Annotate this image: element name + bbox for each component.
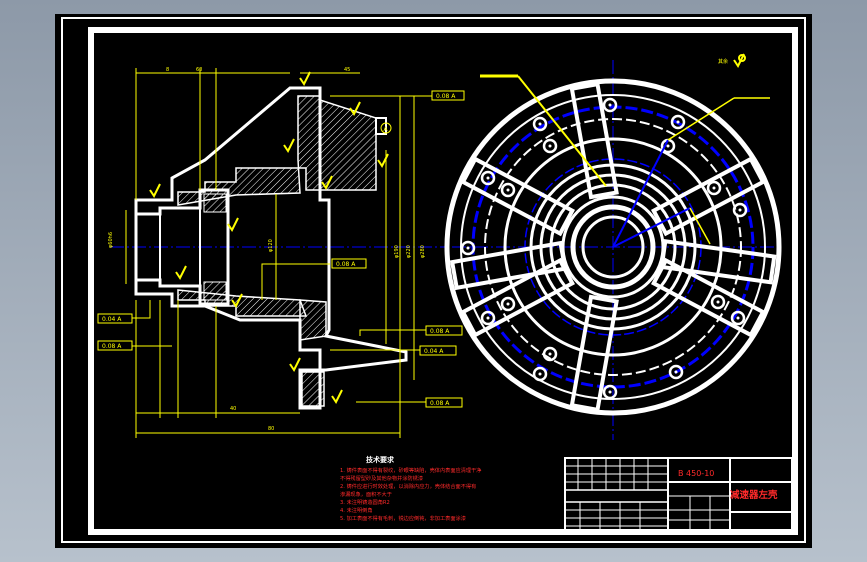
- section-view: [110, 86, 445, 410]
- tech-req-line-3: 2. 铸件应进行时效处理，以消除内应力，壳体结合面不得有: [340, 482, 476, 490]
- outer-frame: [61, 17, 806, 543]
- technical-requirements: 技术要求 1. 铸件表面不得有裂纹，砂眼等缺陷，壳体内表面应清理干净 不得残留型…: [340, 455, 481, 522]
- end-view: [444, 60, 782, 440]
- tech-req-line-6: 4. 未注明倒角: [340, 506, 373, 514]
- svg-text:40: 40: [230, 406, 236, 412]
- roughness-symbols: [149, 53, 746, 404]
- tolerance-frame-1: 0.08 A: [436, 93, 456, 100]
- svg-text:φ220: φ220: [406, 245, 412, 258]
- tolerance-frame-5: 0.08 A: [430, 328, 450, 335]
- inner-frame: [88, 27, 798, 535]
- tolerance-frame-7: 0.08 A: [430, 400, 450, 407]
- dimension-values: 8 60 45 80 40 φ60h6 φ120 φ190 φ220 φ280: [108, 67, 426, 432]
- tech-req-line-1: 1. 铸件表面不得有裂纹，砂眼等缺陷，壳体内表面应清理干净: [340, 466, 481, 474]
- svg-text:φ120: φ120: [268, 239, 274, 252]
- datum-label: A: [384, 126, 389, 133]
- svg-text:8: 8: [166, 67, 169, 73]
- svg-text:45: 45: [344, 67, 350, 73]
- tech-req-line-7: 5. 加工表面不得有毛刺，锐边应倒钝，非加工表面涂漆: [340, 514, 466, 522]
- bolt-hole-centers: [466, 103, 742, 394]
- radius-leaders: [480, 74, 770, 248]
- svg-text:φ190: φ190: [394, 245, 400, 258]
- title-block: B 450-10 减速器左壳: [564, 457, 793, 531]
- part-name: 减速器左壳: [730, 489, 778, 501]
- tolerance-frame-4: 0.08 A: [102, 343, 122, 350]
- tolerance-frame-3: 0.04 A: [102, 316, 122, 323]
- svg-text:80: 80: [268, 426, 274, 432]
- drawing-number: B 450-10: [678, 469, 714, 478]
- tolerance-frame-6: 0.04 A: [424, 348, 444, 355]
- tolerance-frames: 0.08 A 0.08 A 0.04 A 0.08 A 0.08 A 0.04 …: [97, 90, 465, 408]
- tech-req-line-4: 渗漏现象，面积不大于: [340, 490, 392, 498]
- svg-text:φ280: φ280: [420, 245, 426, 258]
- roughness-note: 其余: [718, 58, 728, 65]
- svg-text:φ60h6: φ60h6: [108, 232, 114, 248]
- tech-req-line-5: 3. 未注明铸造圆角R2: [340, 498, 390, 506]
- tolerance-frame-2: 0.08 A: [336, 261, 356, 268]
- tech-req-title: 技术要求: [366, 455, 395, 464]
- dimensions: [112, 68, 436, 438]
- tech-req-line-2: 不得残留型砂及其他杂物并涂防锈漆: [340, 474, 423, 482]
- svg-text:60: 60: [196, 67, 202, 73]
- ribs: [449, 81, 777, 413]
